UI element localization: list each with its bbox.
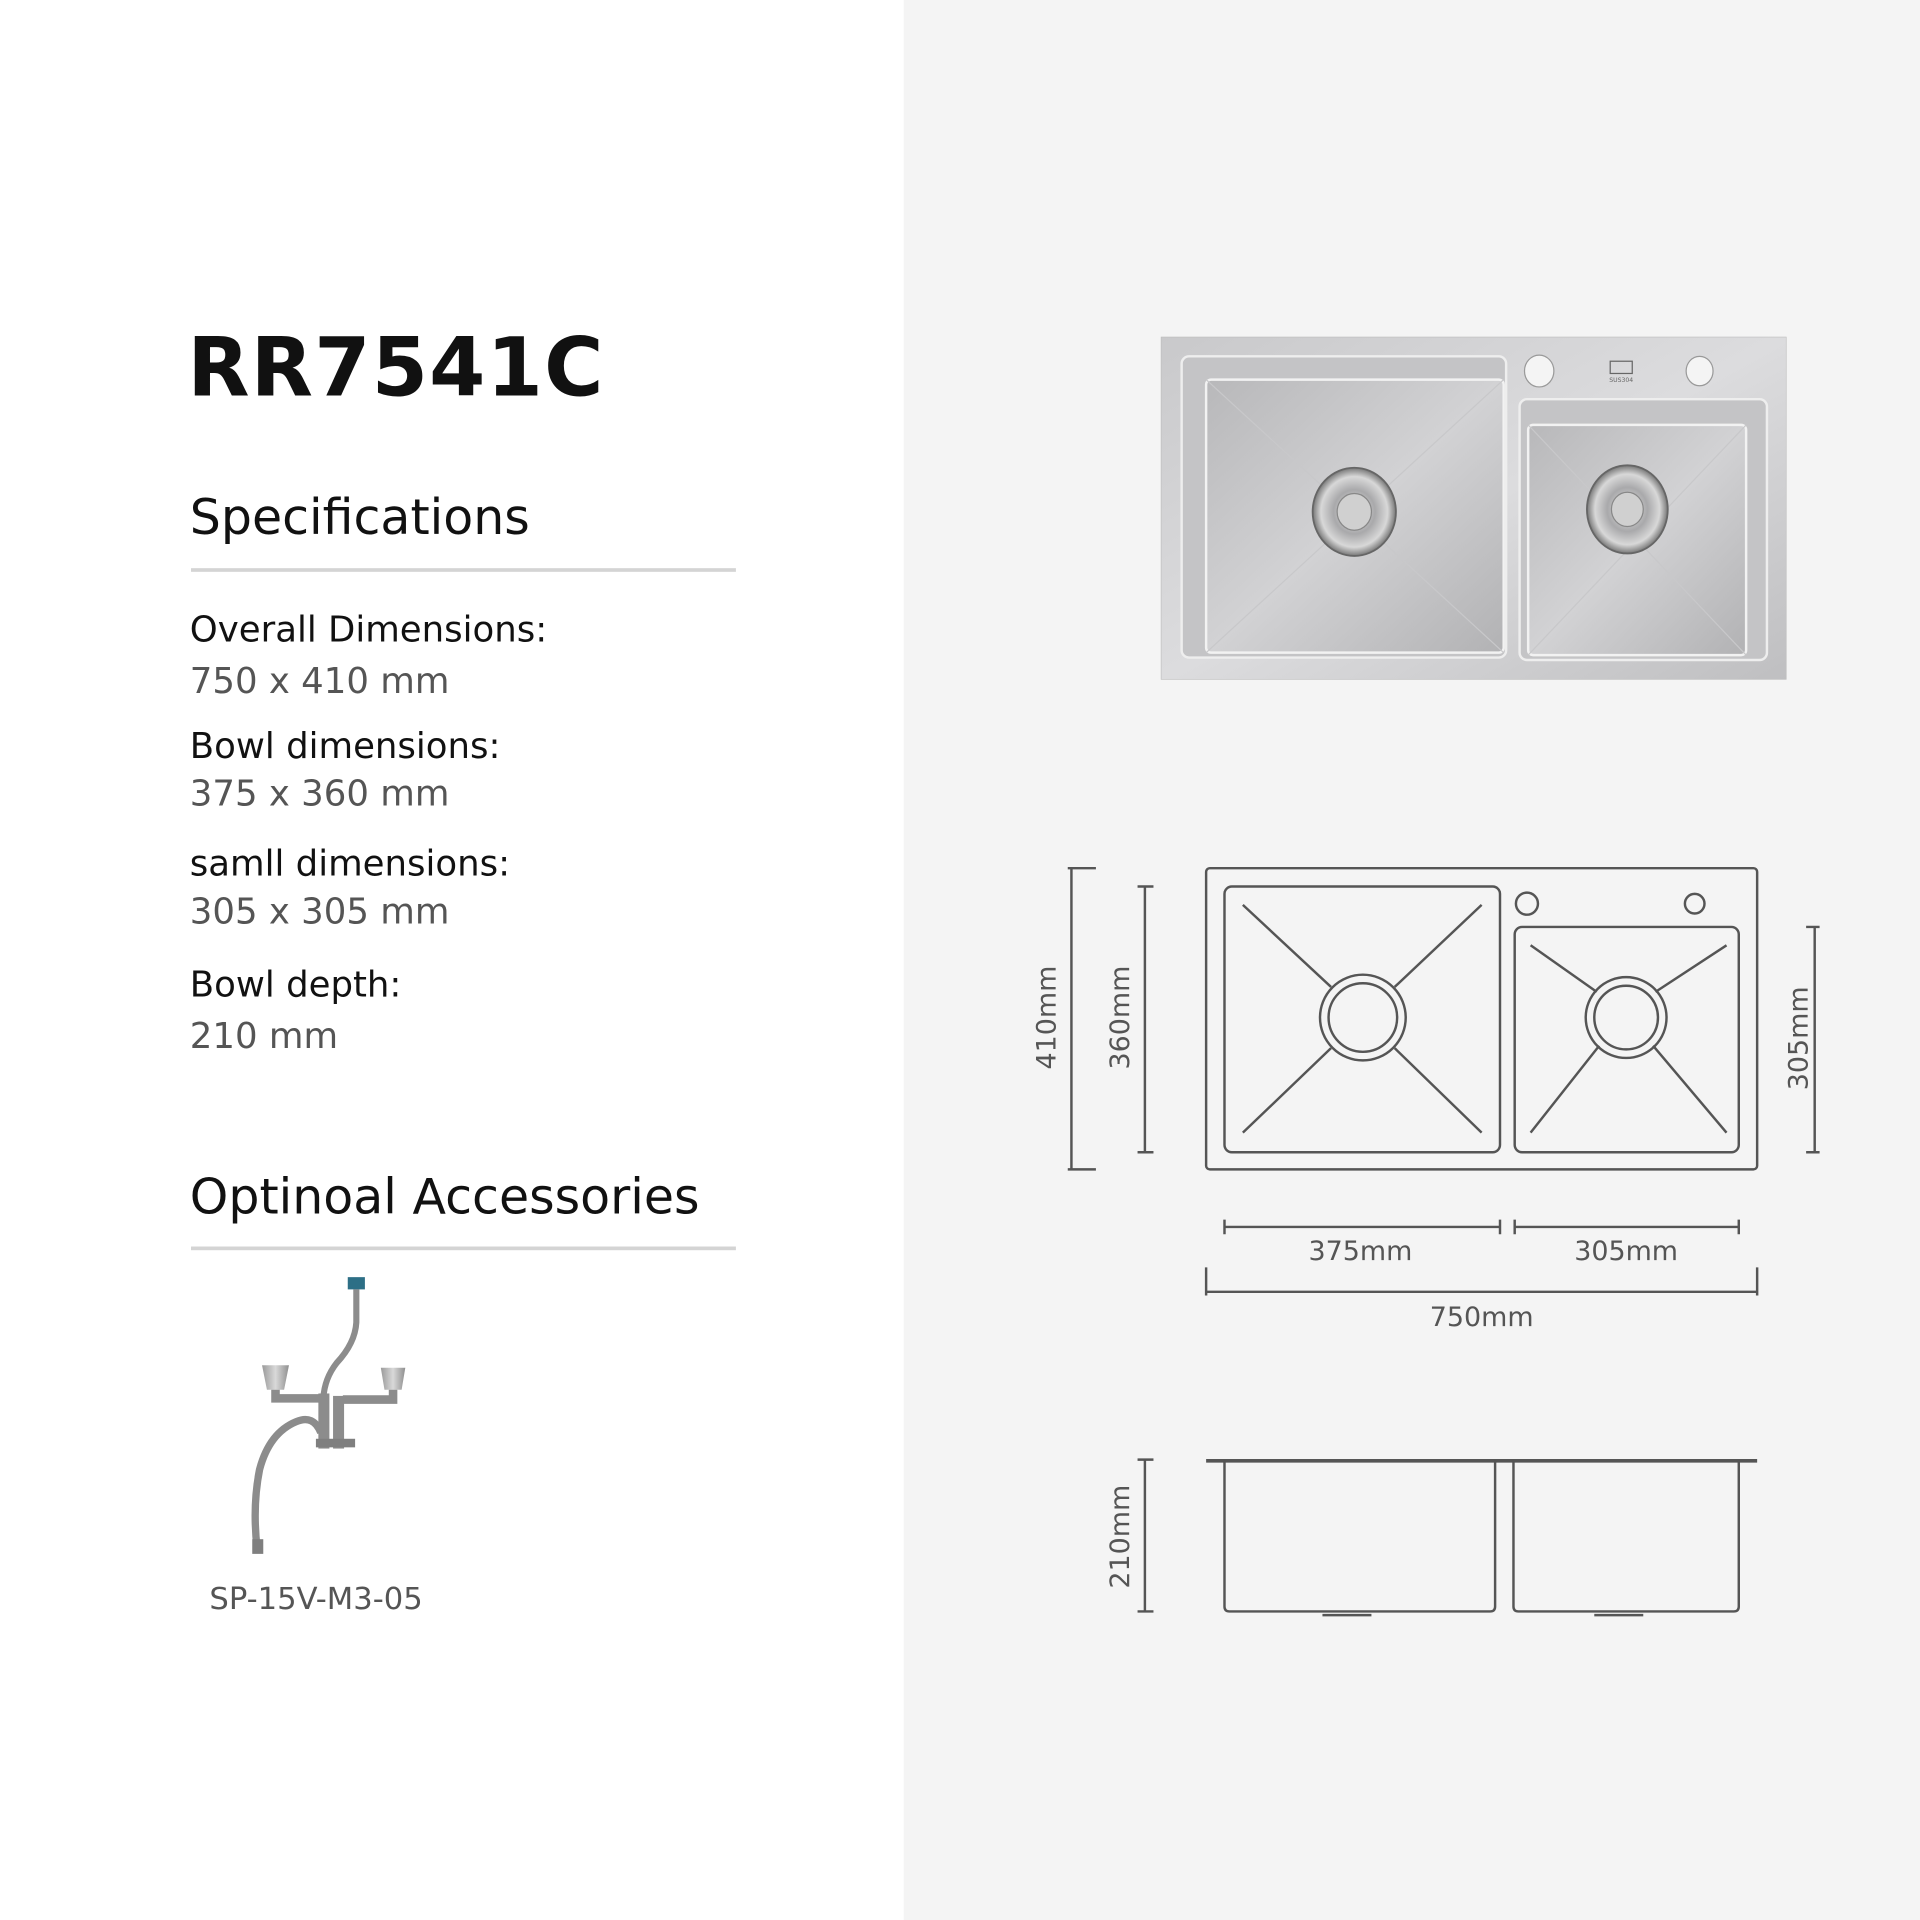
accessories-heading: Optinoal Accessories (189, 1169, 700, 1226)
sink-outline (1204, 866, 1759, 1171)
depth-label: 210mm (1105, 1485, 1136, 1589)
divider (191, 1246, 736, 1251)
spec-value: 375 x 360 mm (189, 772, 450, 815)
small-bowl-height-label: 305mm (1783, 986, 1814, 1090)
faucet-hole (1514, 891, 1540, 916)
spec-value: 305 x 305 mm (189, 890, 450, 932)
bowl-height-label: 360mm (1105, 966, 1136, 1070)
model-title: RR7541C (187, 320, 605, 416)
spec-value: 750 x 410 mm (189, 660, 450, 702)
spec-label: Bowl dimensions: (189, 724, 501, 767)
small-bowl-width-label: 305mm (1574, 1236, 1678, 1267)
spec-panel (0, 0, 904, 1920)
faucet-hole (1683, 892, 1706, 915)
spec-label: Overall Dimensions: (189, 608, 548, 651)
specifications-heading: Specifications (189, 489, 530, 547)
large-bowl-outline (1223, 885, 1502, 1154)
spec-value: 210 mm (189, 1015, 339, 1057)
small-bowl-outline (1513, 925, 1741, 1154)
spec-label: Bowl depth: (189, 963, 402, 1006)
spec-label: samll dimensions: (189, 842, 511, 885)
accessory-code: SP-15V-M3-05 (209, 1580, 423, 1617)
brand-logo (1609, 360, 1633, 375)
bowl-width-label: 375mm (1308, 1236, 1412, 1267)
material-mark: SUS304 (1609, 377, 1633, 384)
overall-width-label: 750mm (1430, 1302, 1534, 1333)
drain-kit-image (251, 1277, 406, 1554)
overall-height-label: 410mm (1032, 966, 1063, 1070)
drawing-panel (903, 0, 1920, 1920)
sink-photo: SUS304 (1160, 336, 1787, 680)
divider (191, 568, 736, 572)
